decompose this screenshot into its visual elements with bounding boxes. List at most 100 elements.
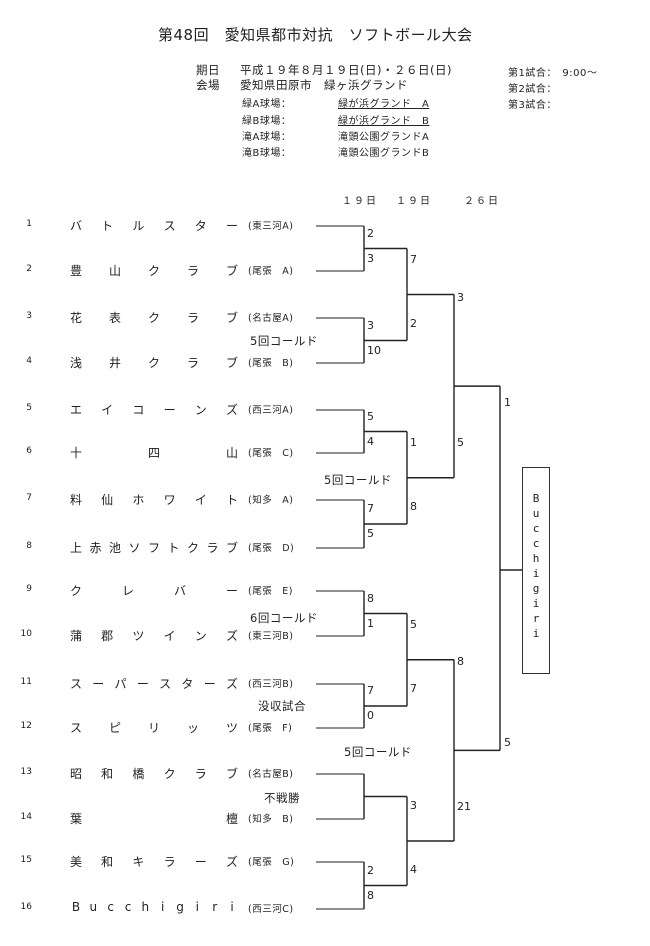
- round2-score: 1: [410, 435, 417, 449]
- page-title: 第48回 愛知県都市対抗 ソフトボール大会: [158, 26, 473, 44]
- field-label-1: 緑A球場：: [242, 99, 292, 110]
- team-region: (西三河B): [248, 679, 294, 690]
- round1-score: 3: [367, 251, 374, 265]
- field-label-4: 滝B球場：: [242, 148, 292, 159]
- round2-score: 4: [410, 863, 417, 876]
- team-region: (尾張 F): [248, 723, 293, 734]
- team-number: 3: [26, 311, 32, 321]
- match-1-time: 第1試合： 9:00～: [508, 68, 598, 79]
- note-called-game-2: 5回コールド: [324, 473, 392, 487]
- champion-letter: i: [532, 567, 540, 580]
- field-value-4: 滝頭公園グランドB: [338, 148, 430, 159]
- round1-score: 3: [367, 318, 374, 332]
- field-value-3: 滝頭公園グランドA: [338, 132, 430, 143]
- team-number: 11: [20, 677, 32, 687]
- team-region: (尾張 C): [248, 448, 294, 459]
- team-name: 上赤池ソフトクラブ: [69, 541, 238, 555]
- champion-letter: r: [532, 612, 540, 625]
- venue-label: 会場: [196, 78, 220, 92]
- team-name: 蒲郡ツインズ: [69, 629, 238, 643]
- team-number: 2: [26, 264, 32, 274]
- round2-score: 3: [410, 799, 417, 812]
- team-region: (西三河A): [248, 405, 294, 416]
- team-name: 花表クラブ: [69, 311, 238, 325]
- team-number: 10: [20, 629, 32, 639]
- team-name: 料仙ホワイト: [69, 493, 238, 507]
- round2-score: 7: [410, 681, 417, 695]
- note-called-game-3: 6回コールド: [250, 611, 318, 625]
- round3-score: 8: [457, 655, 464, 669]
- team-region: (尾張 D): [248, 543, 295, 554]
- round2-score: 8: [410, 499, 417, 513]
- round1-score: 10: [367, 343, 381, 357]
- champion-letter: h: [532, 552, 540, 565]
- team-number: 6: [26, 446, 32, 456]
- champion-letter: i: [532, 597, 540, 610]
- match-3-time: 第3試合：: [508, 100, 557, 111]
- team-region: (西三河C): [248, 904, 294, 915]
- round1-score: 1: [367, 616, 374, 630]
- team-region: (尾張 B): [248, 358, 294, 369]
- team-region: (尾張 G): [248, 857, 295, 868]
- team-name: 昭和橋クラブ: [69, 767, 238, 781]
- team-name: スーパースターズ: [69, 677, 238, 691]
- team-name: エイコーンズ: [69, 403, 238, 417]
- match-2-time: 第2試合：: [508, 84, 557, 95]
- round-header-1: １９日: [342, 196, 378, 207]
- team-region: (尾張 A): [248, 266, 294, 277]
- round-header-2: １９日: [396, 196, 432, 207]
- team-number: 15: [20, 855, 32, 865]
- team-name: 葉檀: [69, 812, 238, 826]
- round1-score: 8: [367, 591, 374, 605]
- champion-letter: B: [532, 492, 540, 505]
- team-name: 十四山: [69, 446, 238, 460]
- round3-score: 3: [457, 291, 464, 305]
- round3-score: 21: [457, 800, 471, 814]
- champion-letter: c: [532, 522, 540, 535]
- team-number: 14: [20, 812, 32, 822]
- champion-letter: g: [532, 582, 540, 595]
- note-called-game-4: 5回コールド: [344, 745, 412, 759]
- team-region: (名古屋A): [248, 313, 294, 324]
- round1-score: 5: [367, 409, 374, 423]
- round1-score: 5: [367, 527, 374, 540]
- round1-score: 2: [367, 226, 374, 240]
- field-label-2: 緑B球場：: [242, 116, 292, 127]
- note-walkover: 不戦勝: [264, 791, 300, 805]
- team-name: バトルスター: [69, 219, 238, 233]
- team-name: 豊山クラブ: [69, 264, 238, 278]
- round1-score: 7: [367, 502, 374, 515]
- team-number: 9: [26, 584, 32, 594]
- venue-value: 愛知県田原市 緑ヶ浜グランド: [240, 78, 408, 92]
- champion-letter: c: [532, 537, 540, 550]
- round1-score: 4: [367, 434, 374, 448]
- team-region: (名古屋B): [248, 769, 294, 780]
- champion-letter: u: [532, 507, 540, 520]
- champion-box: [522, 467, 550, 674]
- round3-score: 5: [457, 436, 464, 450]
- team-region: (尾張 E): [248, 586, 293, 597]
- team-region: (知多 B): [248, 814, 294, 825]
- round1-score: 7: [367, 684, 374, 697]
- team-region: (知多 A): [248, 495, 294, 506]
- field-value-1: 緑が浜グランド A: [338, 99, 430, 110]
- team-number: 1: [26, 219, 32, 229]
- team-number: 7: [26, 493, 32, 503]
- round-header-3: ２６日: [464, 196, 500, 207]
- date-value: 平成１９年８月１９日(日)・２６日(日): [240, 63, 452, 77]
- field-label-3: 滝A球場：: [242, 132, 292, 143]
- round2-score: 7: [410, 252, 417, 266]
- round1-score: 2: [367, 863, 374, 877]
- date-label: 期日: [196, 63, 220, 77]
- team-number: 16: [20, 902, 32, 912]
- team-number: 12: [20, 721, 32, 731]
- note-called-game-1: 5回コールド: [250, 334, 318, 348]
- team-number: 8: [26, 541, 32, 551]
- final-score: 5: [504, 736, 511, 749]
- note-forfeit: 没収試合: [258, 699, 306, 713]
- team-region: (東三河A): [248, 221, 294, 232]
- team-name: 浅井クラブ: [69, 356, 238, 370]
- round1-score: 0: [367, 709, 374, 722]
